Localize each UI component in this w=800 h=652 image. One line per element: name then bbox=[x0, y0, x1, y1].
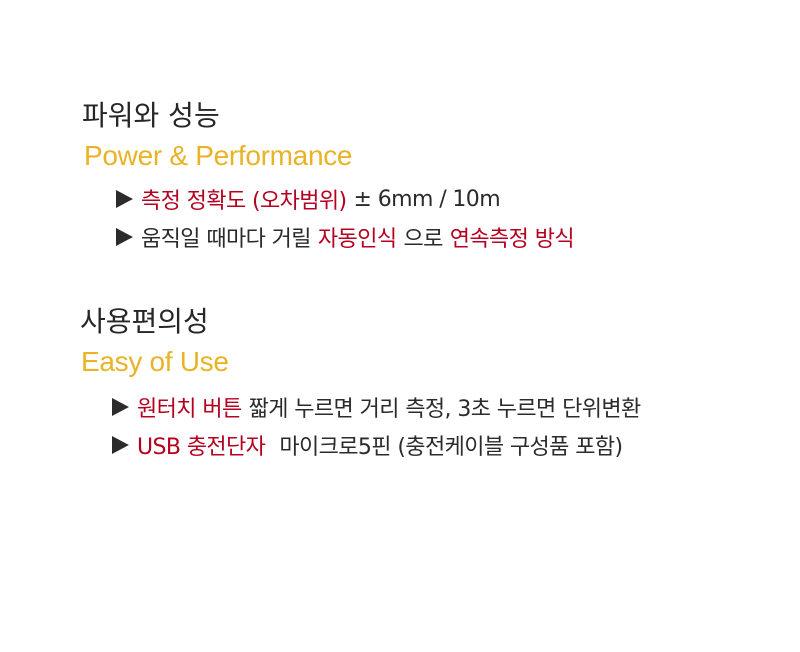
feature-highlight: USB 충전단자 bbox=[137, 435, 266, 460]
feature-text: 마이크로5핀 (충전케이블 구성품 포함) bbox=[279, 435, 623, 460]
feature-text: 으로 bbox=[403, 227, 443, 252]
section-title-korean: 파워와 성능 bbox=[82, 99, 220, 132]
feature-highlight: 원터치 버튼 bbox=[137, 397, 242, 422]
triangle-right-icon bbox=[112, 398, 129, 416]
section-title-english: Power & Performance bbox=[84, 140, 353, 171]
feature-highlight: 측정 정확도 (오차범위) bbox=[141, 189, 347, 214]
triangle-right-icon bbox=[116, 228, 133, 246]
list-item: 측정 정확도 (오차범위) ± 6mm / 10m bbox=[116, 180, 800, 218]
list-item: USB 충전단자 마이크로5핀 (충전케이블 구성품 포함) bbox=[112, 426, 800, 464]
feature-text: 짧게 누르면 거리 측정, 3초 누르면 단위변환 bbox=[248, 397, 642, 422]
feature-list: 원터치 버튼 짧게 누르면 거리 측정, 3초 누르면 단위변환 USB 충전단… bbox=[112, 388, 800, 464]
feature-list: 측정 정확도 (오차범위) ± 6mm / 10m 움직일 때마다 거릴 자동인… bbox=[116, 180, 800, 256]
triangle-right-icon bbox=[116, 190, 133, 208]
feature-highlight: 자동인식 bbox=[317, 227, 397, 252]
feature-highlight: 연속측정 방식 bbox=[449, 227, 575, 252]
feature-text: 움직일 때마다 거릴 bbox=[141, 227, 312, 252]
section-title-korean: 사용편의성 bbox=[80, 305, 209, 338]
list-item: 움직일 때마다 거릴 자동인식 으로 연속측정 방식 bbox=[116, 218, 800, 256]
feature-text: ± 6mm / 10m bbox=[353, 186, 501, 212]
triangle-right-icon bbox=[112, 436, 129, 454]
section-ease-of-use: 사용편의성 Easy of Use 원터치 버튼 짧게 누르면 거리 측정, 3… bbox=[0, 302, 800, 464]
list-item: 원터치 버튼 짧게 누르면 거리 측정, 3초 누르면 단위변환 bbox=[112, 388, 800, 426]
section-title-english: Easy of Use bbox=[81, 346, 229, 377]
section-power-performance: 파워와 성능 Power & Performance 측정 정확도 (오차범위)… bbox=[0, 96, 800, 256]
